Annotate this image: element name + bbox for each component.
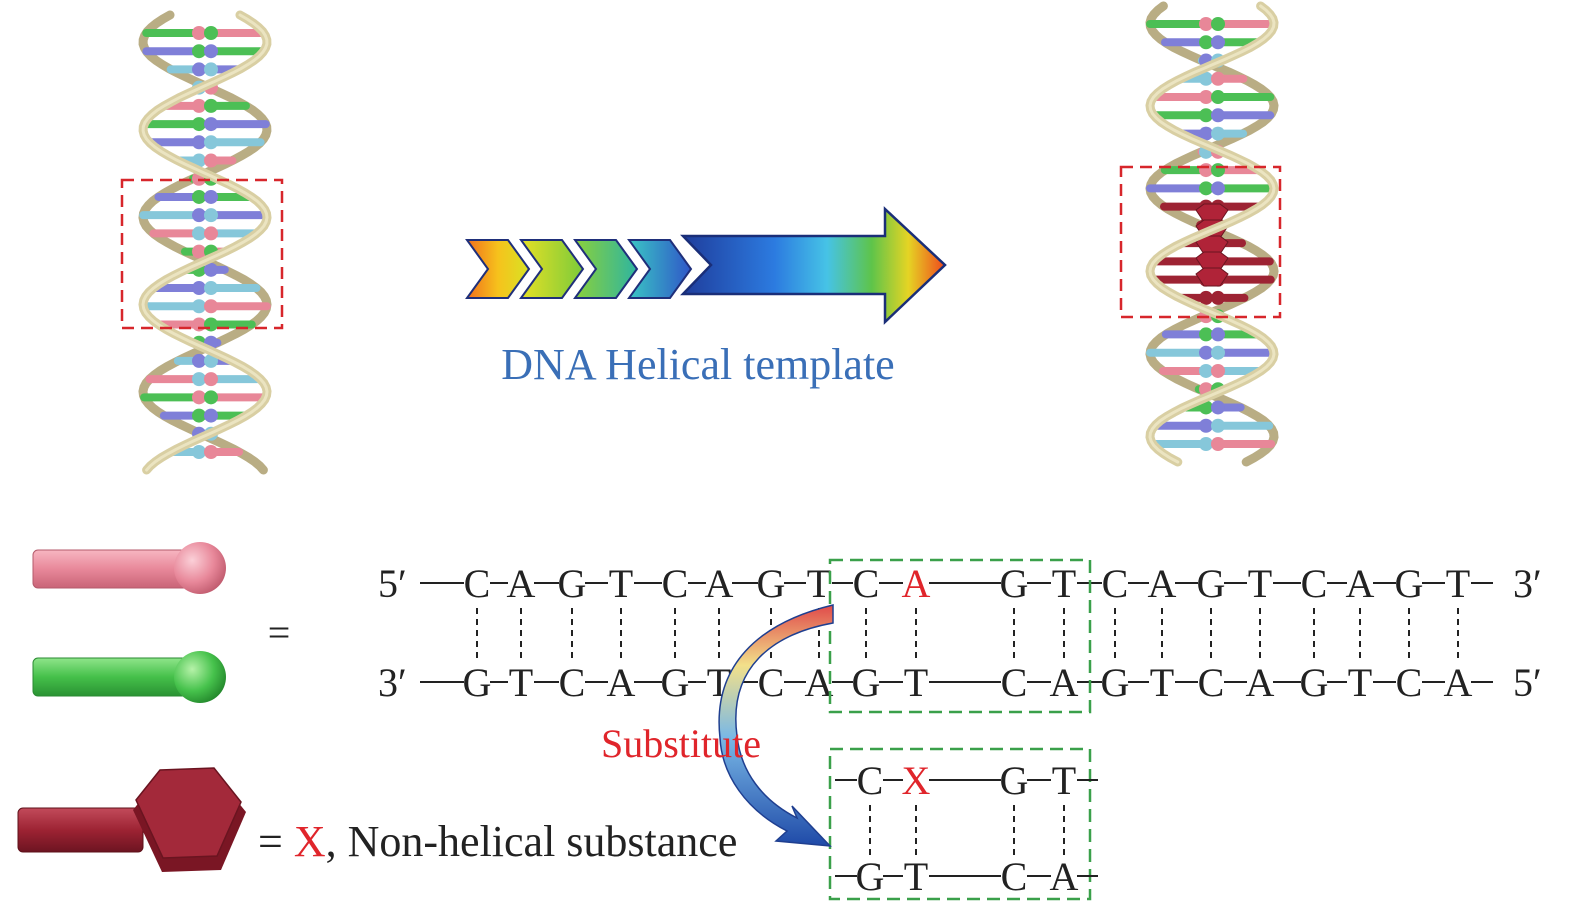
hexagon-base-icon <box>18 768 246 872</box>
strand-bottom-base: C <box>1396 660 1423 705</box>
pink-nucleotide-icon <box>33 542 226 594</box>
strand-top-base: T <box>1248 561 1272 606</box>
substitute-label: Substitute <box>601 721 761 766</box>
strand-top-base: A <box>507 561 536 606</box>
strand-top-base: C <box>1301 561 1328 606</box>
strand-top-base: G <box>1000 561 1029 606</box>
detail-bottom-base: T <box>904 854 928 899</box>
strand-bottom-base: C <box>1198 660 1225 705</box>
detail-bottom-base: C <box>1001 854 1028 899</box>
strand-top-base: A <box>902 561 931 606</box>
gradient-arrow-icon <box>467 209 945 322</box>
strand-bottom-base: G <box>852 660 881 705</box>
arrow-label: DNA Helical template <box>501 340 894 389</box>
strand-bottom-base: T <box>1150 660 1174 705</box>
detail-top-base: X <box>902 758 931 803</box>
strand-bottom-base: C <box>559 660 586 705</box>
strand-bottom-base: G <box>661 660 690 705</box>
strand-bottom-base: T <box>904 660 928 705</box>
detail-bottom-base: G <box>856 854 885 899</box>
strand-bottom-base: A <box>607 660 636 705</box>
strand-top-base: C <box>853 561 880 606</box>
legend-x-symbol: X <box>294 817 326 866</box>
dna-helix-icon <box>143 15 267 470</box>
strand-bottom-base: T <box>1348 660 1372 705</box>
detail-bottom-base: A <box>1050 854 1079 899</box>
legend-equals: = <box>268 610 291 655</box>
strand-bottom-5-end: 5′ <box>1513 660 1542 705</box>
strand-bottom-base: A <box>1246 660 1275 705</box>
strand-bottom-base: G <box>1101 660 1130 705</box>
detail-top-base: C <box>857 758 884 803</box>
strand-top-base: T <box>1052 561 1076 606</box>
strand-top-base: C <box>662 561 689 606</box>
strand-top-base: G <box>1197 561 1226 606</box>
green-nucleotide-icon <box>33 651 226 703</box>
strand-top-base: G <box>558 561 587 606</box>
strand-bottom-base: G <box>463 660 492 705</box>
strand-top-base: C <box>464 561 491 606</box>
strand-top-base: G <box>1395 561 1424 606</box>
strand-top-5-end: 5′ <box>378 561 407 606</box>
detail-top-base: T <box>1052 758 1076 803</box>
strand-bottom-base: A <box>1050 660 1079 705</box>
strand-bottom-base: A <box>1444 660 1473 705</box>
strand-top-base: T <box>807 561 831 606</box>
strand-bottom-base: C <box>1001 660 1028 705</box>
detail-top-base: G <box>1000 758 1029 803</box>
strand-top-base: G <box>757 561 786 606</box>
strand-top-base: A <box>1346 561 1375 606</box>
strand-bottom-base: C <box>758 660 785 705</box>
strand-top-base: T <box>1446 561 1470 606</box>
legend-x-description: = X, Non-helical substance <box>258 817 737 866</box>
strand-top-3-end: 3′ <box>1513 561 1542 606</box>
strand-bottom-3-end: 3′ <box>378 660 407 705</box>
strand-top-base: T <box>609 561 633 606</box>
strand-bottom-base: T <box>509 660 533 705</box>
strand-bottom-base: G <box>1300 660 1329 705</box>
dna-helix-icon <box>1150 6 1274 462</box>
strand-top-base: A <box>1148 561 1177 606</box>
strand-top-base: C <box>1102 561 1129 606</box>
strand-top-base: A <box>705 561 734 606</box>
